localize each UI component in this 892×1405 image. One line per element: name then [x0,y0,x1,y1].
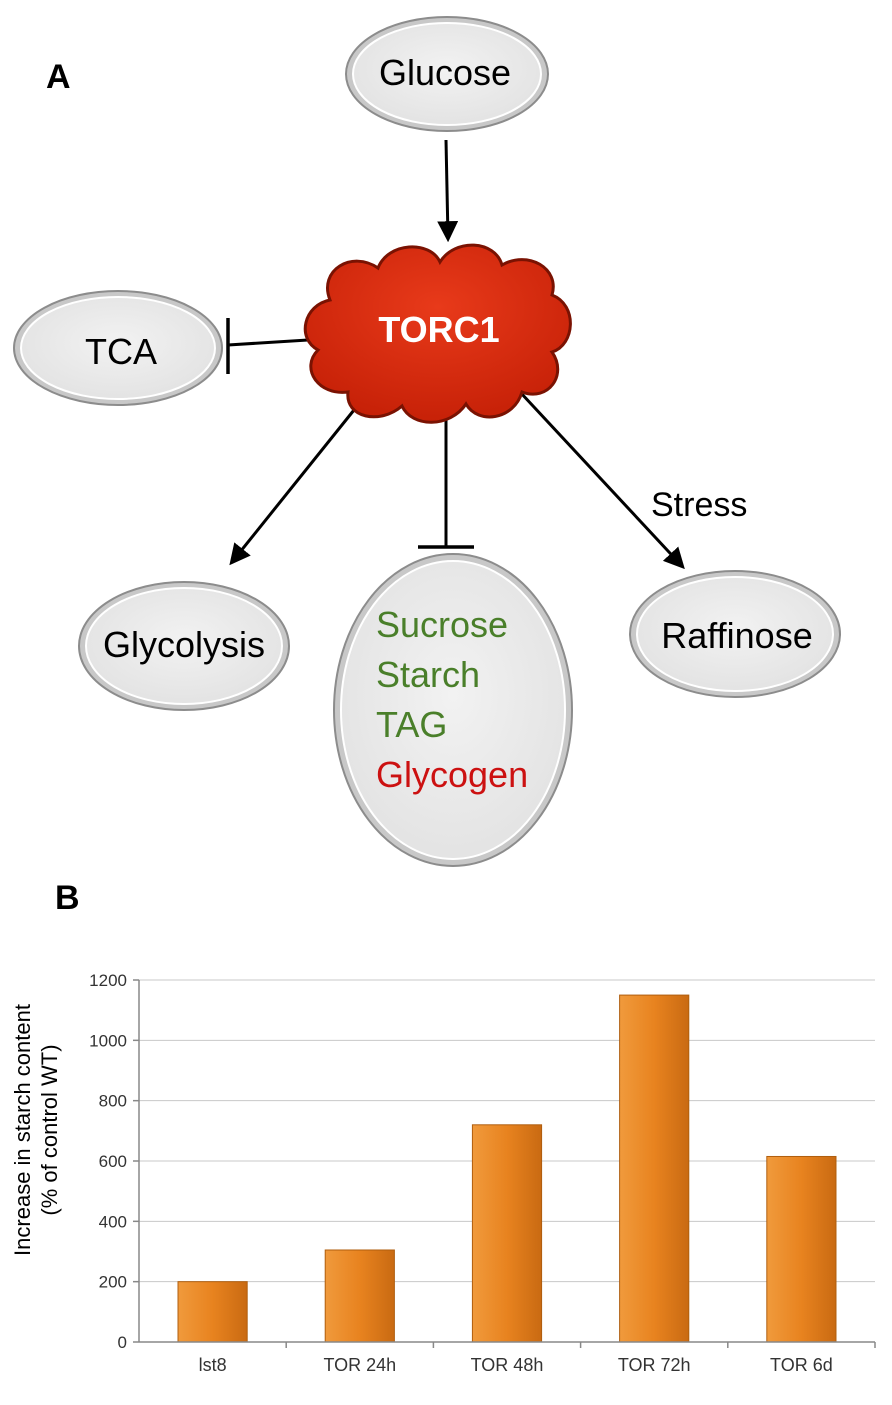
y-axis-label-line2: (% of control WT) [37,1044,62,1215]
bar-tor-6d [766,1155,837,1343]
edge-torc1-tca [227,338,309,347]
bar-tor-24h [324,1249,395,1343]
bar-tor-72h [619,994,690,1343]
y-axis-label-line1: Increase in starch content [10,1004,35,1256]
y-tick-label-1200: 1200 [89,971,127,990]
edge-glucose-torc1 [437,139,459,243]
x-category-label: TOR 24h [323,1355,396,1375]
x-category-label: TOR 72h [618,1355,691,1375]
x-category-label: TOR 6d [770,1355,833,1375]
bar-lst8 [177,1281,248,1343]
y-tick-label-200: 200 [99,1273,127,1292]
storage-item-tag: TAG [376,704,447,745]
node-tca: TCA [13,290,223,406]
y-axis-ticks: 0 200 400 600 800 1000 1200 [89,971,139,1352]
panel-a-label: A [46,58,71,96]
y-tick-label-0: 0 [118,1333,127,1352]
edge-torc1-glycolysis [229,409,356,566]
node-storage-inner [340,560,566,860]
chart-bars [177,994,837,1343]
node-torc1: TORC1 [303,243,572,424]
x-axis-categories: lst8 TOR 24h TOR 48h TOR 72h TOR 6d [199,1342,876,1375]
stress-label: Stress [651,486,747,524]
node-raffinose-inner [636,576,834,692]
edge-torc1-raffinose [518,390,685,570]
node-raffinose: Raffinose [629,570,841,698]
storage-item-starch: Starch [376,654,480,695]
node-glycolysis-inner [85,587,283,705]
y-tick-label-600: 600 [99,1152,127,1171]
node-torc1-label: TORC1 [378,309,499,350]
node-glucose-label: Glucose [379,52,511,93]
node-glycolysis: Glycolysis [78,581,290,711]
node-tca-inner [20,296,216,400]
y-tick-label-800: 800 [99,1092,127,1111]
node-glucose-inner [352,22,542,126]
y-tick-label-1000: 1000 [89,1031,127,1050]
edges [226,139,685,570]
y-tick-label-400: 400 [99,1212,127,1231]
node-raffinose-label: Raffinose [661,615,812,656]
bar-chart: 0 200 400 600 800 1000 1200 lst8 TOR 24h TOR 48h… [10,971,876,1375]
node-tca-label: TCA [85,331,157,372]
storage-item-sucrose: Sucrose [376,604,508,645]
x-category-label: lst8 [199,1355,227,1375]
bar-tor-48h [471,1124,543,1343]
panel-b-label: B [55,879,80,917]
x-category-label: TOR 48h [471,1355,544,1375]
node-glycolysis-label: Glycolysis [103,624,265,665]
node-glucose: Glucose [345,16,549,132]
torc1-cloud-shape [303,243,572,424]
storage-item-glycogen: Glycogen [376,754,528,795]
node-storage: Sucrose Starch TAG Glycogen [333,553,573,867]
